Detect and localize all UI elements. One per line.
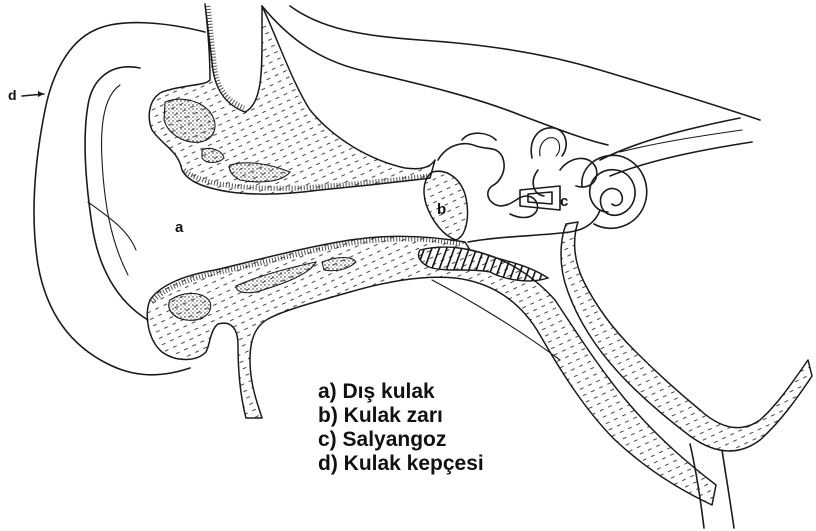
legend-item-cochlea: c) Salyangoz: [318, 428, 484, 452]
pharynx-line-2: [722, 450, 734, 528]
label-a: a: [175, 219, 184, 236]
auditory-nerve: [600, 118, 752, 176]
legend-item-auricle: d) Kulak kepçesi: [318, 452, 484, 476]
legend: a) Dış kulak b) Kulak zarı c) Salyangoz …: [318, 380, 484, 476]
semicircular-canal-1: [531, 128, 566, 158]
stapes: [520, 186, 560, 210]
label-b: b: [437, 201, 446, 218]
legend-item-eardrum: b) Kulak zarı: [318, 404, 484, 428]
pinna-helix: [102, 85, 128, 275]
cochlea-spiral: [590, 170, 635, 216]
semicircular-canal-1-inner: [540, 138, 560, 156]
label-c: c: [560, 193, 568, 210]
pinna-inner-fold: [85, 67, 148, 320]
nerve-inner: [620, 130, 742, 152]
head-outline-2: [290, 6, 760, 120]
lower-cartilage-dots: [169, 293, 211, 320]
legend-item-outer-ear: a) Dış kulak: [318, 380, 484, 404]
upper-canal-wall: [149, 4, 435, 194]
label-d: d: [8, 87, 17, 103]
label-d-arrow-head: [38, 91, 44, 97]
